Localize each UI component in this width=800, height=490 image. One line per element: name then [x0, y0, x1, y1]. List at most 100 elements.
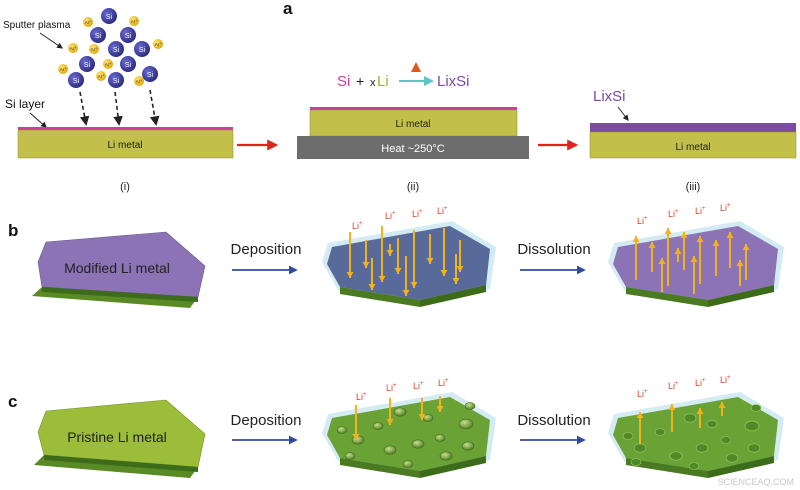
si-atom-label: Si	[139, 47, 146, 54]
ar-ion: Ar+	[103, 59, 113, 69]
lixsi-layer	[590, 123, 796, 132]
li-ion-charge: +	[702, 378, 706, 384]
flux-arrow	[149, 89, 160, 126]
pit	[630, 458, 642, 466]
svg-text:Li+: Li+	[412, 209, 423, 219]
ar-ion-label: Ar	[155, 42, 160, 47]
reaction-equation: Si + x Li LixSi	[337, 62, 470, 90]
sputter-plasma-label: Sputter plasma	[3, 20, 71, 31]
ar-ion-label: Ar	[131, 19, 136, 24]
li-flux-arrow	[346, 232, 354, 278]
pit	[695, 443, 709, 453]
localized-dissolution-arrows	[636, 402, 726, 444]
reaction-li: Li	[377, 73, 389, 90]
li-ion-label: Li	[356, 392, 363, 402]
li-ion-charge: +	[393, 383, 397, 389]
li-ion-charge: +	[419, 209, 423, 215]
li-ion-label: Li	[695, 378, 702, 388]
pit	[725, 453, 739, 463]
li-ion-charge: +	[392, 211, 396, 217]
svg-text:Li+: Li+	[413, 381, 424, 391]
deposited-slab-c	[322, 392, 496, 478]
dissolved-slab-b	[608, 221, 784, 307]
li-flux-arrow	[456, 240, 464, 272]
nodule	[439, 451, 453, 461]
li-flux-arrow	[386, 244, 394, 256]
nodule	[383, 445, 397, 455]
ar-ion-label: Ar	[136, 79, 141, 84]
ar-ion-label: Ar	[91, 47, 96, 52]
uniform-dissolution-arrows	[632, 228, 750, 294]
ar-ion-charge: +	[95, 47, 97, 51]
ar-ion: Ar+	[153, 39, 163, 49]
si-layer	[310, 107, 517, 110]
deposited-slab-b	[322, 221, 496, 307]
watermark: SCIENCEAQ.COM	[717, 477, 794, 487]
pit	[750, 404, 762, 412]
svg-text:Li+: Li+	[438, 378, 449, 388]
li-ion-charge: +	[445, 378, 449, 384]
li-flux-arrow	[394, 238, 402, 274]
ar-ion-charge: +	[159, 42, 161, 46]
li-flux-arrow	[440, 228, 448, 276]
svg-text:Li+: Li+	[668, 381, 679, 391]
li-ion-charge: +	[727, 203, 731, 209]
li-flux-arrow	[452, 254, 460, 284]
si-layer	[18, 127, 233, 130]
li-flux-arrow	[632, 236, 640, 280]
li-ion-label: Li	[352, 221, 359, 231]
svg-text:Li+: Li+	[720, 375, 731, 385]
li-flux-arrow	[668, 404, 676, 432]
li-flux-arrow	[410, 230, 418, 288]
si-atom-label: Si	[95, 33, 102, 40]
svg-text:Li+: Li+	[437, 206, 448, 216]
pit	[706, 420, 718, 428]
svg-text:Li+: Li+	[695, 378, 706, 388]
si-atom-label: Si	[106, 14, 113, 21]
li-ion-charge: +	[363, 392, 367, 398]
ar-ion-charge: +	[109, 62, 111, 66]
nodule	[344, 452, 356, 460]
li-metal-slab	[589, 131, 797, 159]
svg-text:Ar+: Ar+	[85, 20, 92, 26]
nodule	[458, 418, 474, 430]
uniform-deposition-arrows	[346, 226, 464, 296]
nodule	[372, 422, 384, 430]
pit	[669, 451, 683, 461]
li-ion-label: Li	[668, 209, 675, 219]
modified-li-label: Modified Li metal	[64, 260, 170, 276]
pristine-li-label: Pristine Li metal	[67, 429, 167, 445]
nodule	[434, 434, 446, 442]
li-ion-charge: +	[644, 389, 648, 395]
li-metal-label: Li metal	[107, 140, 142, 151]
si-layer-label: Si layer	[5, 97, 45, 111]
li-ion-label: Li	[695, 206, 702, 216]
pit	[683, 413, 697, 423]
pit	[688, 462, 700, 470]
deposition-label: Deposition	[231, 241, 302, 258]
li-flux-arrow	[436, 396, 444, 412]
reaction-plus: +	[356, 73, 364, 89]
li-ion-label: Li	[668, 381, 675, 391]
li-ion-labels-c-dissolution: Li+ Li+ Li+ Li+	[637, 375, 731, 399]
li-metal-label: Li metal	[395, 119, 430, 130]
svg-text:Ar+: Ar+	[60, 67, 67, 73]
flux-arrow	[79, 91, 90, 126]
si-atom: Si	[79, 56, 95, 72]
ar-ion-label: Ar	[70, 46, 75, 51]
li-ion-label: Li	[385, 211, 392, 221]
ar-ion: Ar+	[129, 16, 139, 26]
nodule	[461, 441, 475, 451]
ar-ion-charge: +	[89, 20, 91, 24]
nodule	[402, 460, 414, 468]
li-ion-label: Li	[412, 209, 419, 219]
si-atom-label: Si	[73, 78, 80, 85]
li-ion-labels-c: Li+ Li+ Li+ Li+	[356, 378, 449, 402]
li-flux-arrow	[742, 244, 750, 280]
ar-ion: Ar+	[83, 17, 93, 27]
ar-ion-label: Ar	[60, 67, 65, 72]
pit	[720, 436, 732, 444]
plasma-particles: Si Si Si Si Si Si Si Si Si Si Ar+ Ar+ Ar…	[58, 8, 163, 88]
li-ion-charge: +	[675, 381, 679, 387]
